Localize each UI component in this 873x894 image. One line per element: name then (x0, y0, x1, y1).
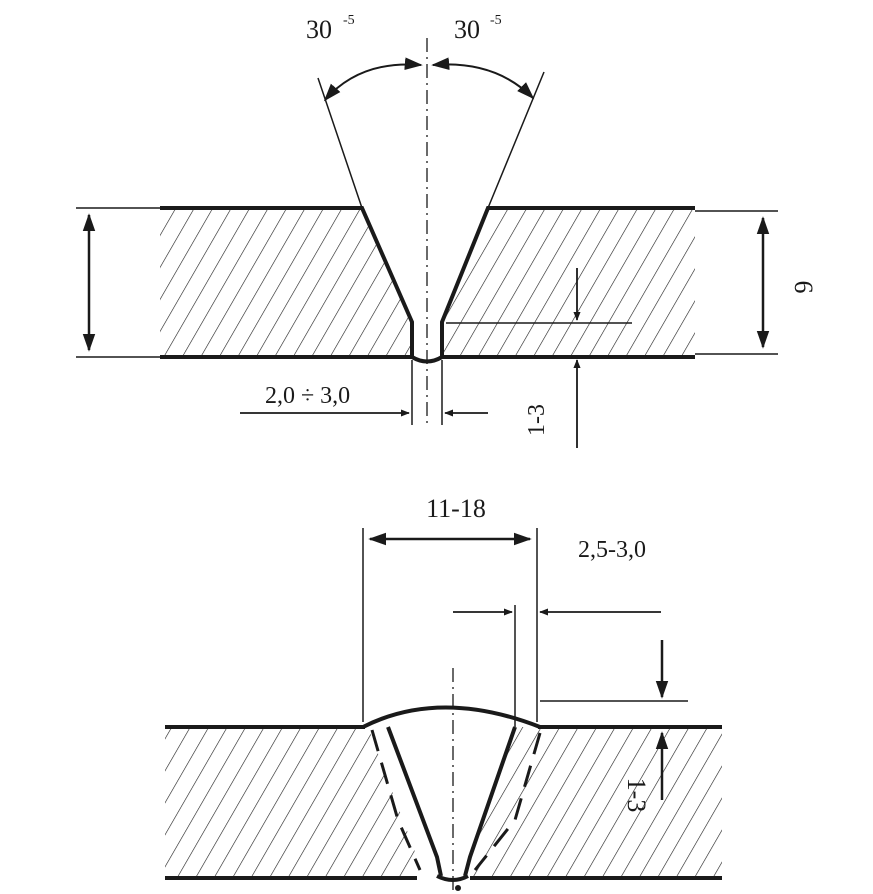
gap-label: 2,0 ÷ 3,0 (265, 383, 350, 409)
left-plate-section (160, 208, 412, 357)
weld-width-label: 11-18 (426, 494, 486, 523)
right-bevel-extension (487, 71, 545, 209)
root-face-label: 1-3 (524, 404, 550, 436)
overlap-label: 2,5-3,0 (578, 537, 646, 563)
weld-root-point (455, 885, 461, 891)
bottom-weld-view: 11-18 2,5-3,0 1-3 (165, 494, 722, 891)
left-bevel-extension (317, 77, 363, 209)
weld-bead (363, 707, 540, 882)
angle-arc-left (323, 57, 423, 102)
thickness-label: 6 (789, 281, 818, 294)
right-plate-section (442, 208, 695, 357)
angle-left-tolerance: -5 (343, 13, 355, 28)
left-plate-section-welded (165, 727, 417, 878)
angle-left-label: 30 (306, 15, 332, 44)
plate-outlines (160, 206, 695, 364)
reinforcement-label: 1-3 (622, 778, 651, 813)
angle-arc-right (431, 57, 535, 100)
angle-right-tolerance: -5 (490, 13, 502, 28)
top-joint-view: 30 -5 30 -5 6 1-3 2,0 ÷ 3,0 (76, 13, 818, 448)
welded-outlines (165, 705, 722, 882)
right-plate-section-welded (470, 727, 722, 878)
angle-right-label: 30 (454, 15, 480, 44)
